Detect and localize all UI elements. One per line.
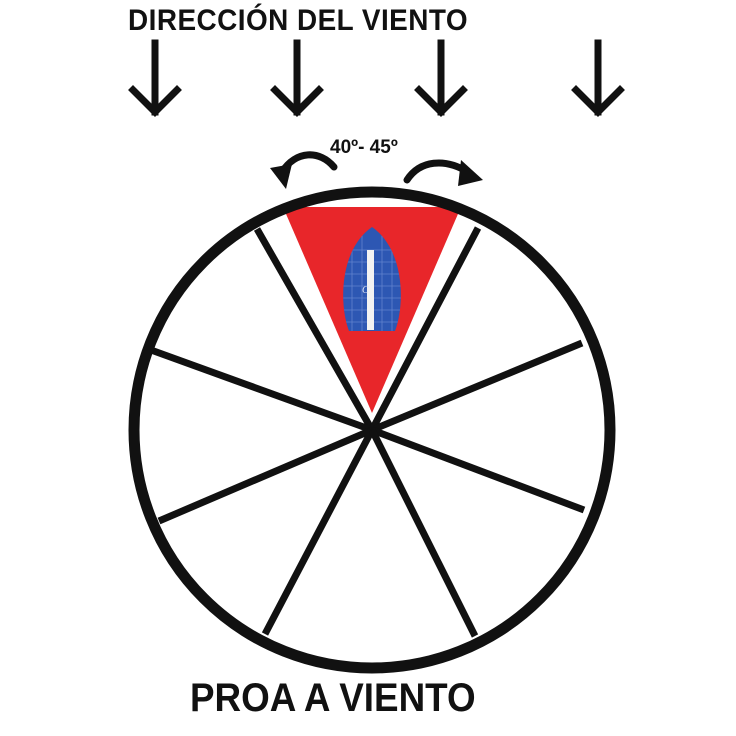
spoke bbox=[368, 428, 479, 638]
down-arrow-icon bbox=[414, 39, 468, 117]
rotation-arrows bbox=[270, 151, 483, 189]
boat-mast bbox=[367, 250, 374, 330]
curved-arrow-icon-head bbox=[458, 160, 483, 186]
spoke bbox=[370, 339, 584, 434]
spoke bbox=[253, 227, 376, 432]
spoke bbox=[370, 426, 586, 514]
caption-proa-a-viento: PROA A VIENTO bbox=[190, 676, 476, 720]
down-arrow-icon bbox=[128, 39, 182, 117]
boat-icon: C bbox=[343, 227, 401, 331]
down-arrow-icon bbox=[270, 39, 324, 117]
wind-direction-title: DIRECCIÓN DEL VIENTO bbox=[128, 4, 469, 37]
boat-mark: C bbox=[362, 285, 369, 296]
wind-arrows bbox=[128, 39, 625, 117]
wheel-rim bbox=[128, 186, 616, 674]
spoke bbox=[261, 428, 376, 636]
wheel-spokes bbox=[149, 226, 586, 638]
curved-arrow-icon-head bbox=[270, 164, 292, 189]
curved-arrow-icon bbox=[403, 159, 472, 184]
spoke bbox=[149, 346, 374, 434]
down-arrow-icon bbox=[571, 39, 625, 117]
spoke bbox=[157, 426, 374, 525]
spoke bbox=[368, 226, 482, 432]
angle-label: 40º- 45º bbox=[330, 137, 398, 158]
